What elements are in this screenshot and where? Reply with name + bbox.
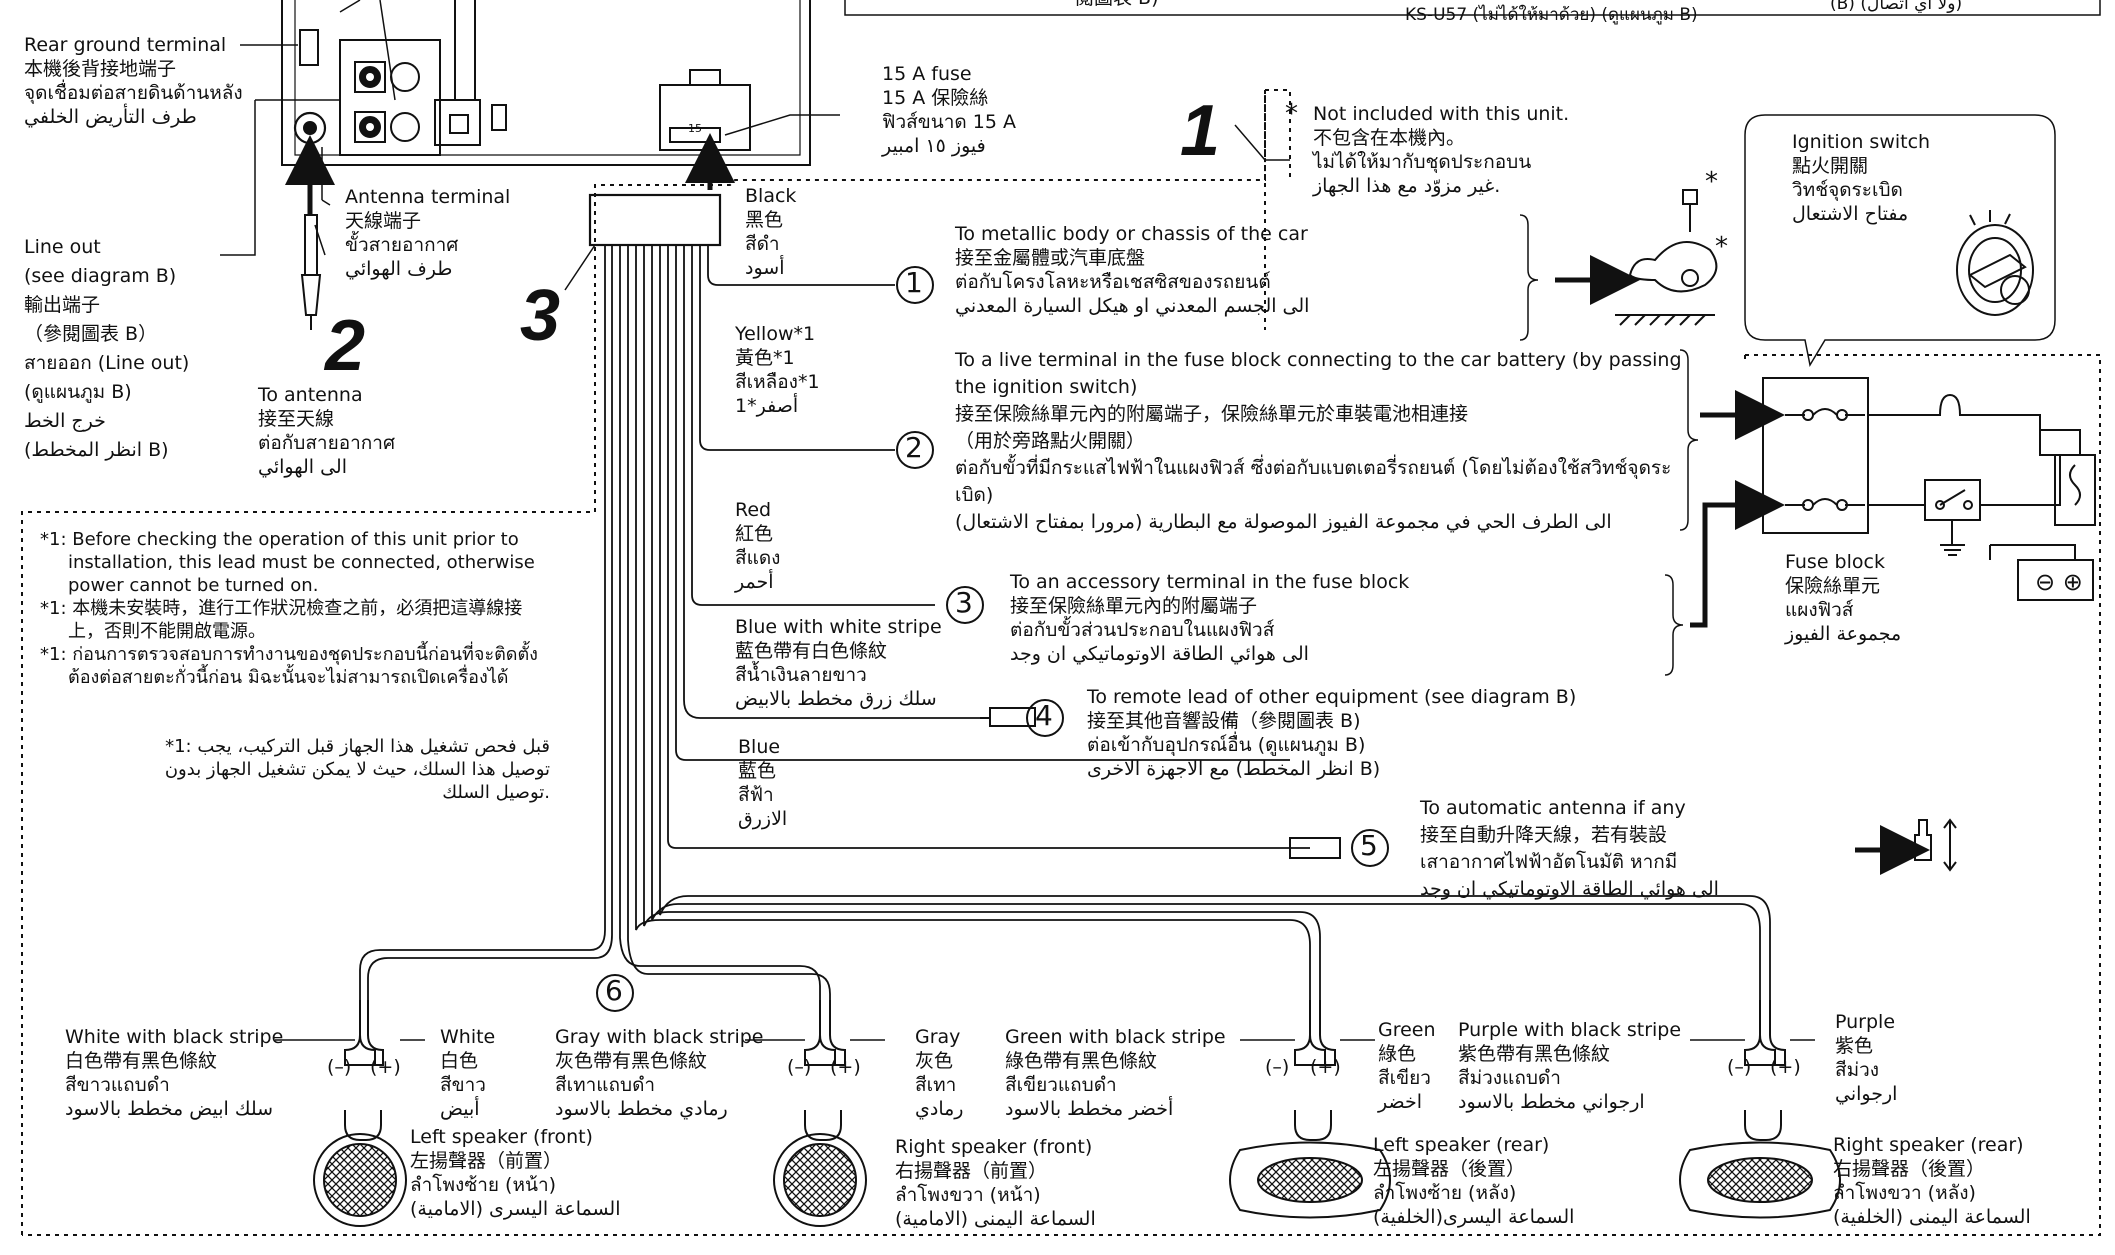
screw-star: *	[1705, 167, 1718, 197]
callout-4: 4	[1035, 699, 1053, 732]
speaker-icon	[1229, 1141, 1391, 1219]
note-1-arabic: *1: قبل فحص تشغيل هذا الجهاز قبل التركيب…	[164, 736, 550, 803]
ground-screw-icon	[1615, 189, 1718, 326]
callout-3: 3	[955, 586, 973, 619]
head-unit-rear-panel	[281, 0, 811, 166]
speaker-icon	[1679, 1141, 1841, 1219]
wire-2-description: To a live terminal in the fuse block con…	[955, 349, 1682, 533]
plus-polarity: (+)	[830, 1056, 861, 1078]
top-line-1: 閱圖表 B)	[1075, 0, 1159, 10]
step-1-number: 1	[1180, 91, 1221, 171]
right-rear-speaker-label: Right speaker (rear)右揚聲器（後置） ลำโพงขวา (ห…	[1833, 1134, 2031, 1228]
callout-1: 1	[905, 266, 923, 299]
step-3-number: 3	[520, 276, 561, 356]
speaker-icon	[773, 1133, 867, 1227]
wire-3-description: To an accessory terminal in the fuse blo…	[1010, 571, 1410, 665]
left-front-speaker-label: Left speaker (front)左揚聲器（前置） ลำโพงซ้าย (…	[410, 1126, 621, 1220]
ignition-key-icon	[1956, 210, 2034, 316]
minus-polarity: (–)	[327, 1056, 352, 1078]
plus-polarity: (+)	[1310, 1056, 1341, 1078]
callout-5: 5	[1360, 829, 1378, 862]
top-line-2: KS-U57 (ไม่ได้ให้มาด้วย) (ดูแผนภูม B)	[1405, 5, 1698, 25]
note-1: *1: Before checking the operation of thi…	[40, 529, 538, 688]
svg-text:⊖ ⊕: ⊖ ⊕	[2035, 568, 2083, 596]
minus-polarity: (–)	[1727, 1056, 1752, 1078]
lug-star: *	[1715, 232, 1728, 262]
wire-4-description: To remote lead of other equipment (see d…	[1087, 686, 1577, 780]
minus-polarity: (–)	[1265, 1056, 1290, 1078]
callout-6: 6	[605, 974, 623, 1007]
left-rear-speaker-label: Left speaker (rear)左揚聲器（後置） ลำโพงซ้าย (ห…	[1373, 1134, 1575, 1228]
auto-antenna-icon	[1914, 818, 1957, 872]
step-2-number: 2	[325, 306, 366, 386]
minus-polarity: (–)	[787, 1056, 812, 1078]
callout-2: 2	[905, 431, 923, 464]
line-out-label: Line out(see diagram B) 輸出端子（參閱圖表 B） สาย…	[24, 236, 190, 461]
plus-polarity: (+)	[1770, 1056, 1801, 1078]
plus-polarity: (+)	[370, 1056, 401, 1078]
top-line-3: (B) (ولا أي اتصال)	[1830, 0, 1963, 14]
fuse-block-schematic: ⊖ ⊕	[1762, 377, 2096, 601]
right-front-speaker-label: Right speaker (front)右揚聲器（前置） ลำโพงขวา (…	[895, 1136, 1096, 1230]
not-included-star: *	[1285, 99, 1298, 129]
fuse-rating-text: 15	[688, 122, 702, 135]
not-included-note: Not included with this unit.不包含在本機內。 ไม่…	[1313, 103, 1570, 197]
speaker-icon	[313, 1133, 407, 1227]
